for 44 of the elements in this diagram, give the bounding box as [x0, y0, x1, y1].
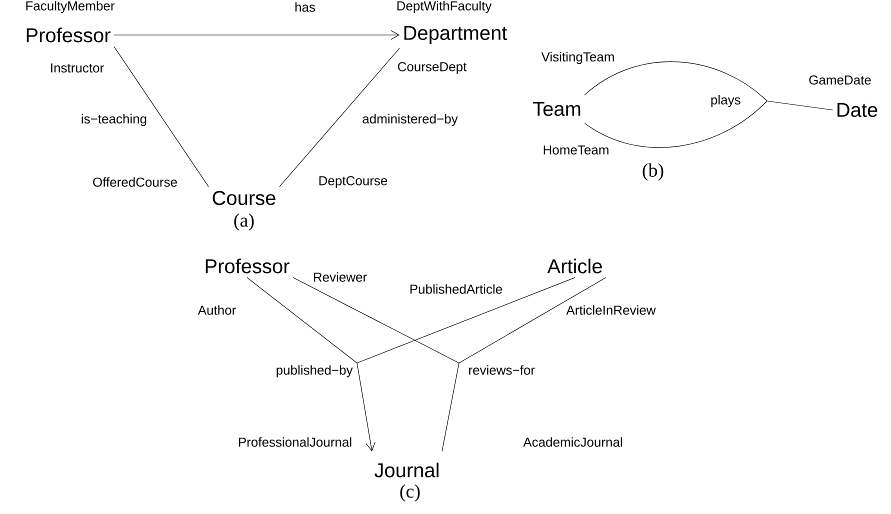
- connector-line: [458, 277, 606, 364]
- relationship-label: plays: [711, 94, 740, 108]
- role-label: VisitingTeam: [541, 52, 614, 64]
- role-label: FacultyMember: [26, 0, 115, 14]
- connector-line: [584, 100, 768, 148]
- connector-line: [246, 277, 358, 364]
- connector-line: [114, 46, 209, 188]
- role-label: CourseDept: [398, 62, 467, 74]
- role-label: Instructor: [51, 63, 104, 73]
- entity-label: Team: [533, 102, 580, 116]
- connector-line: [114, 30, 400, 40]
- connector-line: [279, 48, 400, 188]
- role-label: DeptCourse: [319, 176, 388, 188]
- role-label: PublishedArticle: [410, 284, 502, 294]
- connector-line: [766, 100, 833, 110]
- relationship-label: published−by: [276, 365, 353, 378]
- entity-label: Professor: [206, 258, 290, 274]
- role-label: AcademicJournal: [523, 437, 622, 447]
- connector-line: [442, 362, 460, 452]
- entity-label: Course: [212, 190, 276, 206]
- connector-line: [584, 62, 768, 102]
- connector-line: [292, 277, 460, 364]
- role-label: DeptWithFaculty: [397, 0, 492, 14]
- edge-label: has: [294, 1, 316, 13]
- edge-label: is−teaching: [80, 112, 148, 128]
- connector-line: [356, 277, 576, 364]
- entity-label: Professor: [26, 28, 110, 42]
- role-label: OfferedCourse: [93, 177, 177, 187]
- figure-caption: (c): [400, 484, 420, 502]
- role-label: Reviewer: [314, 272, 367, 282]
- role-label: GameDate: [809, 75, 871, 85]
- relationship-label: reviews−for: [469, 365, 535, 375]
- role-label: Author: [198, 305, 236, 315]
- figure-caption: (a): [234, 213, 254, 231]
- entity-label: Journal: [374, 462, 438, 478]
- entity-label: Department: [404, 26, 508, 44]
- edge-label: administered−by: [361, 112, 459, 128]
- entity-label: Date: [838, 103, 878, 117]
- figure-caption: (b): [642, 163, 664, 181]
- role-label: HomeTeam: [544, 145, 608, 155]
- connector-line: [356, 362, 376, 452]
- role-label: ProfessionalJournal: [238, 437, 352, 447]
- role-label: ArticleInReview: [566, 305, 656, 315]
- entity-label: Article: [547, 258, 602, 274]
